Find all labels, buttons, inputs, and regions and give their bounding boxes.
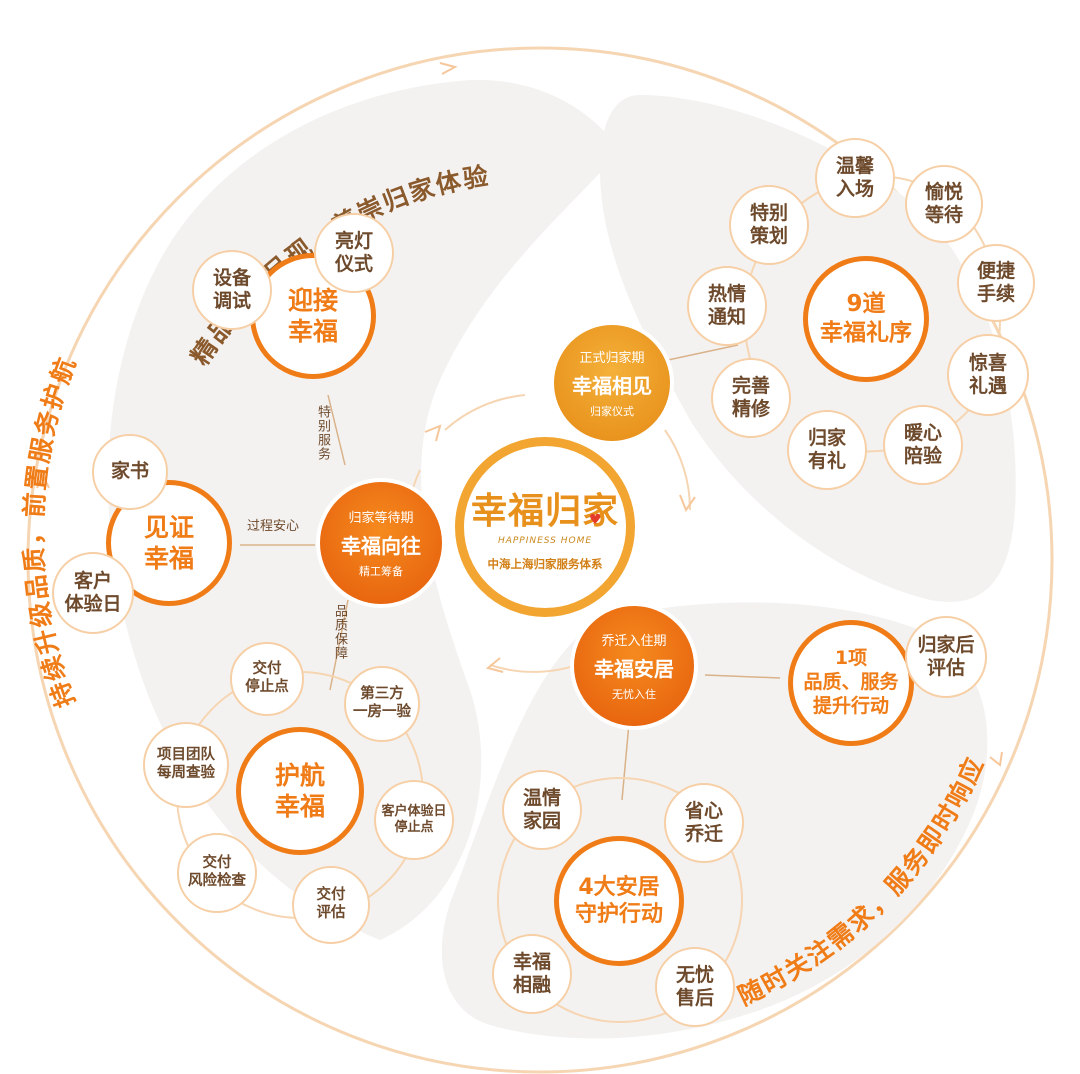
node-happy-fusion: 幸福 相融: [492, 934, 572, 1014]
node-quick: 便捷 手续: [957, 244, 1035, 322]
connector-quality: 品质保障: [332, 604, 347, 660]
node-aftersale: 无忧 售后: [655, 947, 735, 1027]
node-customer-day: 客户 体验日: [52, 552, 134, 634]
hub-meet: 正式归家期 幸福相见 归家仪式: [572, 351, 652, 418]
ring-arrow-right: [989, 751, 1003, 767]
node-easy-move: 省心 乔迁: [664, 783, 744, 863]
node-team-weekly: 项目团队 每周查验: [143, 722, 229, 808]
node-delivery-eval: 交付 评估: [292, 866, 370, 944]
node-risk-check: 交付 风险检查: [177, 833, 257, 913]
outer-ring: [26, 46, 1054, 1074]
line-long-welcome: [327, 394, 346, 466]
hub-settle: 乔迁入住期 幸福安居 无忧入住: [594, 634, 674, 701]
center-logo: 幸福归家 ♥ HAPPINESS HOME 中海上海归家服务体系: [455, 437, 635, 617]
ring-arrow-left: [36, 472, 50, 489]
node-cust-stop: 客户体验日 停止点: [374, 780, 454, 860]
node-settle-action: 4大安居 守护行动: [554, 836, 684, 966]
node-third-party: 第三方 一房一验: [344, 666, 420, 742]
node-pleasant-wait: 愉悦 等待: [905, 165, 983, 243]
node-special-plan: 特别 策划: [729, 185, 809, 265]
node-escort: 护航 幸福: [236, 727, 364, 855]
line-meet-ritual: [667, 344, 739, 361]
node-warm-home: 温情 家园: [502, 770, 582, 850]
node-enthusiastic: 热情 通知: [687, 266, 767, 346]
hub-meet-bg: [550, 321, 674, 445]
connector-process: 过程安心: [247, 519, 300, 534]
logo-english: HAPPINESS HOME: [497, 536, 593, 546]
system-name: 中海上海归家服务体系: [487, 557, 603, 571]
node-ritual: 9道 幸福礼序: [803, 256, 929, 382]
node-gift: 归家 有礼: [787, 410, 867, 490]
hub-settle-bg: [570, 602, 698, 730]
line-settle-action: [704, 674, 781, 679]
logo-text: 幸福归家: [470, 490, 619, 532]
node-warm-company: 暖心 陪验: [883, 405, 963, 485]
ring-arrow-top: [439, 62, 458, 75]
node-action: 1项 品质、服务 提升行动: [788, 620, 914, 746]
hub-long-bg: [316, 478, 446, 608]
inner-arc-2: [664, 429, 692, 511]
node-delivery-stop: 交付 停止点: [230, 642, 304, 716]
connector-special-service: 特别服务: [315, 405, 330, 461]
node-letter: 家书: [92, 434, 168, 510]
node-device: 设备 调试: [192, 250, 272, 330]
node-surprise: 惊喜 礼遇: [947, 334, 1029, 416]
heart-icon: ♥: [588, 512, 602, 528]
inner-arc-1: [444, 394, 526, 431]
orbit-settle: [497, 777, 743, 1023]
node-light: 亮灯 仪式: [314, 213, 394, 293]
hub-long: 归家等待期 幸福向往 精工筹备: [341, 511, 421, 578]
node-perfect-repair: 完善 精修: [711, 358, 791, 438]
line-long-escort: [329, 599, 349, 691]
node-post-eval: 归家后 评估: [905, 616, 987, 698]
node-warm-entry: 温馨 入场: [815, 138, 895, 218]
